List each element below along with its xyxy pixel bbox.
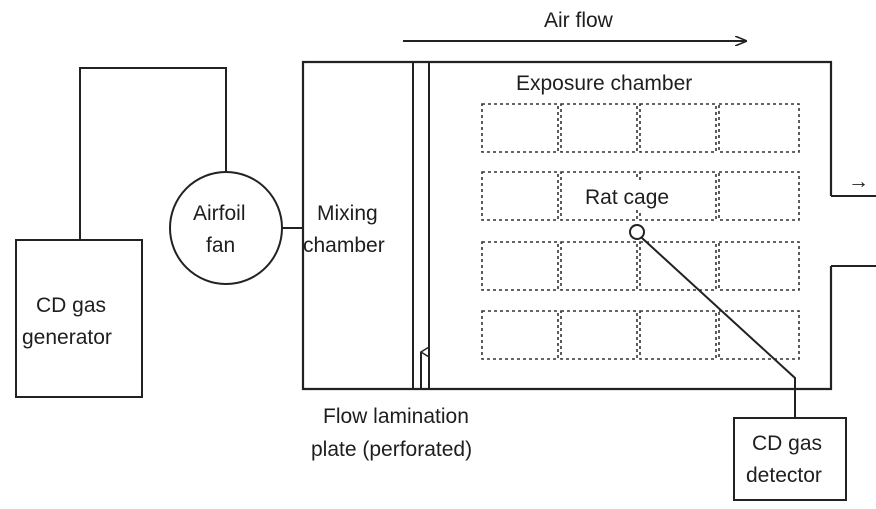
airfoil-fan-label-line1: Airfoil: [193, 202, 246, 225]
rat-cage-cell: [481, 310, 559, 360]
cd-gas-generator-box: [15, 239, 143, 398]
rat-cage-cell: [481, 241, 559, 291]
rat-cage-cell: [481, 171, 559, 221]
rat-cage-cell: [718, 103, 800, 153]
rat-cage-cell: [718, 241, 800, 291]
rat-cage-cell: [560, 241, 638, 291]
rat-cage-cell: [560, 103, 638, 153]
airfoil-fan-circle: [169, 171, 283, 285]
lamination-plate-label-line1: Flow lamination: [323, 405, 469, 428]
rat-cage-grid: [481, 103, 800, 360]
rat-cage-cell: [639, 310, 717, 360]
cd-gas-detector-label-line2: detector: [746, 464, 822, 487]
outlet-arrow: →: [848, 170, 869, 193]
cd-gas-detector-box: [733, 417, 847, 501]
rat-cage-cell: [718, 310, 800, 360]
mixing-chamber-label-line1: Mixing: [317, 202, 378, 225]
gas-sampling-probe: [629, 224, 645, 240]
generator-to-fan-pipe: [79, 67, 227, 240]
rat-cage-cell: [560, 171, 638, 221]
exposure-chamber-label: Exposure chamber: [516, 72, 692, 95]
lamination-plate-label-line2: plate (perforated): [311, 438, 472, 461]
cd-gas-generator-label-line1: CD gas: [36, 294, 106, 317]
rat-cage-cell: [718, 171, 800, 221]
cd-gas-generator-label-line2: generator: [22, 326, 112, 349]
cd-gas-detector-label-line1: CD gas: [752, 432, 822, 455]
rat-cage-cell: [639, 241, 717, 291]
sampling-line: [641, 237, 796, 418]
rat-cage-label: Rat cage: [585, 186, 669, 209]
rat-cage-label-bg: [582, 180, 694, 210]
exposure-chamber-outline: [301, 60, 833, 391]
air-flow-label: Air flow: [544, 9, 614, 32]
rat-cage-cell: [639, 103, 717, 153]
rat-cage-cell: [560, 310, 638, 360]
airfoil-fan-label-line2: fan: [206, 234, 235, 257]
rat-cage-cell: [481, 103, 559, 153]
mixing-chamber-label-line2: chamber: [303, 234, 385, 257]
